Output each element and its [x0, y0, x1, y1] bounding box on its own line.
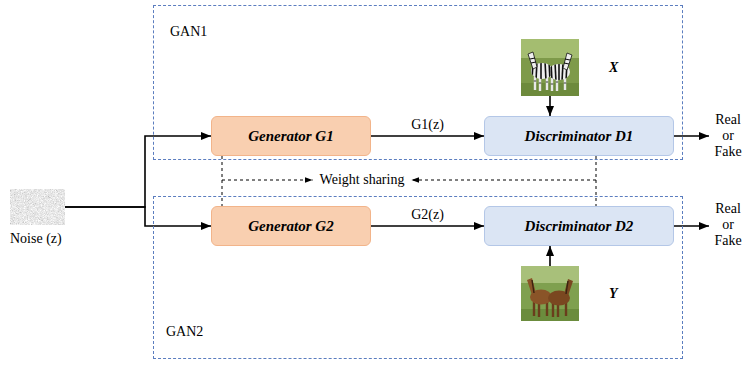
- flow-arrow: [549, 246, 551, 266]
- discriminator-box: Discriminator D2: [484, 206, 674, 246]
- weight-sharing-line: [596, 156, 597, 206]
- output-text: Real or Fake: [709, 112, 747, 160]
- group-title: GAN2: [166, 324, 203, 340]
- edge-label-holder: G1(z): [410, 117, 445, 133]
- node-label: Real or Fake: [709, 112, 747, 160]
- box-title: Generator G1: [248, 127, 333, 145]
- horse-image: [521, 266, 579, 321]
- image-sample: X: [521, 39, 579, 96]
- flow-arrow: [674, 225, 709, 227]
- group-title: GAN1: [170, 24, 207, 40]
- node-label: Y: [609, 286, 618, 302]
- noise-input: Noise (z): [10, 189, 65, 225]
- zebra-image: [521, 39, 579, 96]
- edge-label-holder: G2(z): [410, 207, 445, 223]
- gan-group-box: GAN1X Generator G1 Discriminator D1: [153, 5, 683, 160]
- box-title: Discriminator D1: [525, 127, 634, 145]
- output-text: Real or Fake: [709, 201, 747, 249]
- weight-sharing-arrow: [411, 180, 596, 181]
- node-label: Noise (z): [10, 231, 62, 247]
- flow-arrow: [65, 207, 211, 226]
- annotation-label: Weight sharing: [319, 172, 406, 188]
- flow-arrow: [371, 225, 484, 227]
- box-title: Discriminator D2: [525, 217, 634, 235]
- noise-image: [10, 189, 65, 225]
- image-sample: Y: [521, 266, 579, 321]
- generator-box: Generator G1: [211, 116, 371, 156]
- annotation-label-holder: Weight sharing: [319, 172, 406, 188]
- node-label: X: [609, 60, 618, 76]
- edge-label: G1(z): [410, 117, 445, 133]
- generator-box: Generator G2: [211, 206, 371, 246]
- flow-arrow: [549, 96, 551, 116]
- edge-label: G2(z): [410, 207, 445, 223]
- node-label: Real or Fake: [709, 201, 747, 249]
- flow-arrow: [674, 135, 709, 137]
- box-title: Generator G2: [248, 217, 333, 235]
- weight-sharing-arrow: [222, 180, 313, 181]
- flow-arrow: [371, 135, 484, 137]
- weight-sharing-line: [222, 156, 223, 206]
- discriminator-box: Discriminator D1: [484, 116, 674, 156]
